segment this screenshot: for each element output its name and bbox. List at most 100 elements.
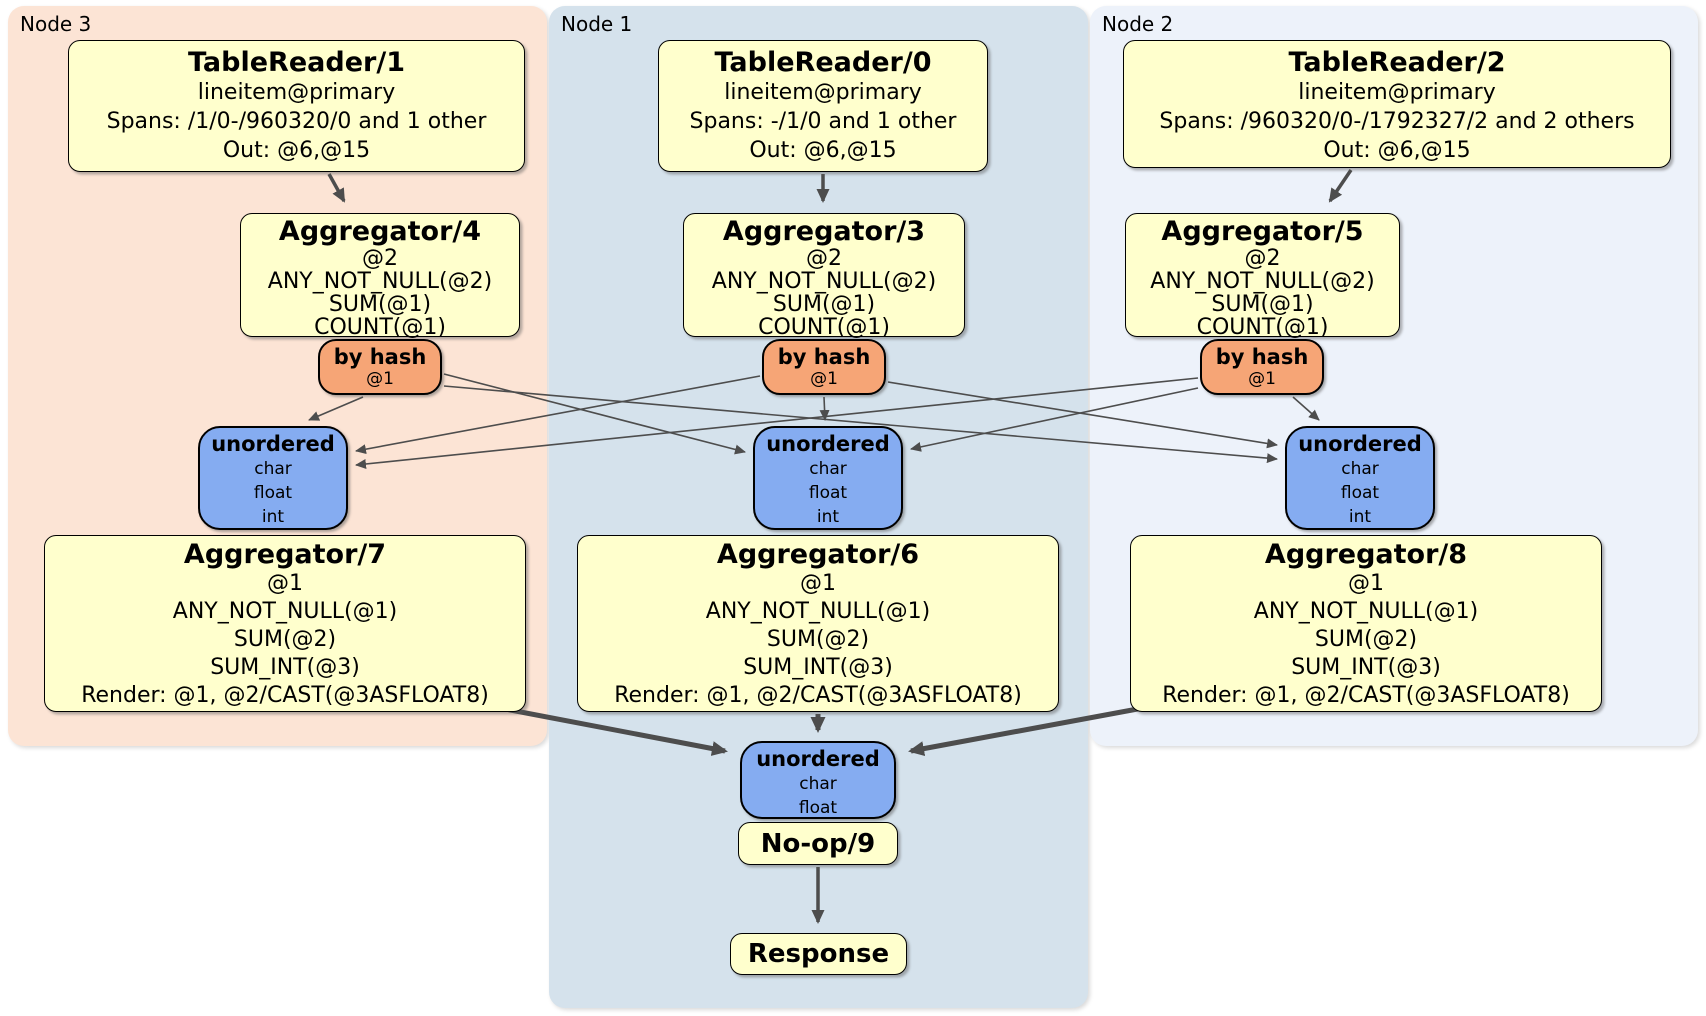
box-title: by hash xyxy=(1215,345,1309,369)
edge-router2-sync2 xyxy=(1292,396,1320,421)
box-line: ANY_NOT_NULL(@2) xyxy=(267,269,493,294)
box-title: TableReader/2 xyxy=(1288,47,1506,78)
box-line: ANY_NOT_NULL(@2) xyxy=(1150,269,1375,294)
edge-agg7-syncfinal xyxy=(499,705,728,756)
box-title: TableReader/1 xyxy=(188,47,405,78)
box-line: char xyxy=(809,459,847,479)
region-label: Node 2 xyxy=(1102,12,1174,36)
box-title: by hash xyxy=(333,345,427,369)
box-line: int xyxy=(816,507,840,527)
edge-agg8-syncfinal xyxy=(908,705,1144,757)
node-noop: No-op/9 xyxy=(738,822,898,865)
box-line: char xyxy=(1341,459,1379,479)
sync-unordered-node2: unordered char float int xyxy=(1285,426,1435,530)
box-line: float xyxy=(1340,483,1380,503)
box-line: SUM(@2) xyxy=(766,627,870,652)
box-line: lineitem@primary xyxy=(724,80,922,105)
box-line: Out: @6,@15 xyxy=(222,138,371,163)
box-title: Aggregator/8 xyxy=(1264,539,1468,570)
box-line: @1 xyxy=(366,369,394,389)
edge-router3-sync3 xyxy=(308,396,364,421)
box-title: Aggregator/4 xyxy=(278,216,482,247)
region-label: Node 1 xyxy=(561,12,633,36)
box-title: unordered xyxy=(756,747,880,771)
box-line: COUNT(@1) xyxy=(314,315,446,340)
box-title: Response xyxy=(747,939,890,969)
box-line: ANY_NOT_NULL(@2) xyxy=(711,269,937,294)
edge-router3-sync1 xyxy=(443,373,746,455)
box-line: Render: @1, @2/CAST(@3ASFLOAT8) xyxy=(614,683,1022,708)
region-label: Node 3 xyxy=(20,12,92,36)
box-line: @1 xyxy=(1348,571,1384,596)
box-line: ANY_NOT_NULL(@1) xyxy=(1253,599,1479,624)
edge-tr2-agg5 xyxy=(1328,169,1353,203)
box-title: TableReader/0 xyxy=(714,47,932,78)
box-line: SUM(@1) xyxy=(328,292,432,317)
box-line: float xyxy=(808,483,848,503)
box-line: Render: @1, @2/CAST(@3ASFLOAT8) xyxy=(1162,683,1570,708)
box-line: @1 xyxy=(810,369,838,389)
router-by-hash-node2: by hash @1 xyxy=(1200,339,1324,395)
box-title: No-op/9 xyxy=(760,828,876,859)
box-line: Render: @1, @2/CAST(@3ASFLOAT8) xyxy=(81,683,489,708)
box-line: Spans: /1/0-/960320/0 and 1 other xyxy=(106,109,487,134)
box-body: @1 xyxy=(764,369,884,389)
box-line: @2 xyxy=(806,246,842,271)
box-line: Spans: -/1/0 and 1 other xyxy=(689,109,957,134)
box-line: @2 xyxy=(1244,246,1281,271)
box-body: char float int xyxy=(755,457,901,529)
box-line: @1 xyxy=(1248,369,1276,389)
box-line: SUM(@2) xyxy=(233,627,337,652)
box-line: COUNT(@1) xyxy=(1196,315,1329,340)
box-title: by hash xyxy=(777,345,871,369)
box-line: SUM(@1) xyxy=(772,292,876,317)
box-line: Spans: /960320/0-/1792327/2 and 2 others xyxy=(1159,109,1635,134)
box-line: @1 xyxy=(800,571,836,596)
box-line: @1 xyxy=(267,571,303,596)
router-by-hash-node1: by hash @1 xyxy=(762,339,886,395)
edge-router2-sync3 xyxy=(355,377,1199,469)
box-title: unordered xyxy=(766,432,890,456)
node-response: Response xyxy=(730,933,907,975)
box-title: Aggregator/3 xyxy=(722,216,926,247)
router-by-hash-node3: by hash @1 xyxy=(318,339,442,395)
box-title: Aggregator/6 xyxy=(716,539,920,570)
edge-router3-sync2 xyxy=(443,385,1278,464)
box-title: Aggregator/5 xyxy=(1161,216,1364,247)
box-line: int xyxy=(1348,507,1372,527)
edge-router1-sync2 xyxy=(887,381,1278,449)
box-line: @2 xyxy=(362,246,398,271)
box-title: unordered xyxy=(1298,432,1422,456)
box-line: SUM(@1) xyxy=(1211,292,1314,317)
box-title: Aggregator/7 xyxy=(183,539,387,570)
box-body: @1 xyxy=(1202,369,1322,389)
edge-router1-sync3 xyxy=(355,375,761,455)
box-line: lineitem@primary xyxy=(1298,80,1496,105)
box-line: SUM_INT(@3) xyxy=(210,655,360,680)
box-line: COUNT(@1) xyxy=(758,315,890,340)
edge-tr1-agg4 xyxy=(327,173,346,203)
box-line: lineitem@primary xyxy=(197,80,396,105)
